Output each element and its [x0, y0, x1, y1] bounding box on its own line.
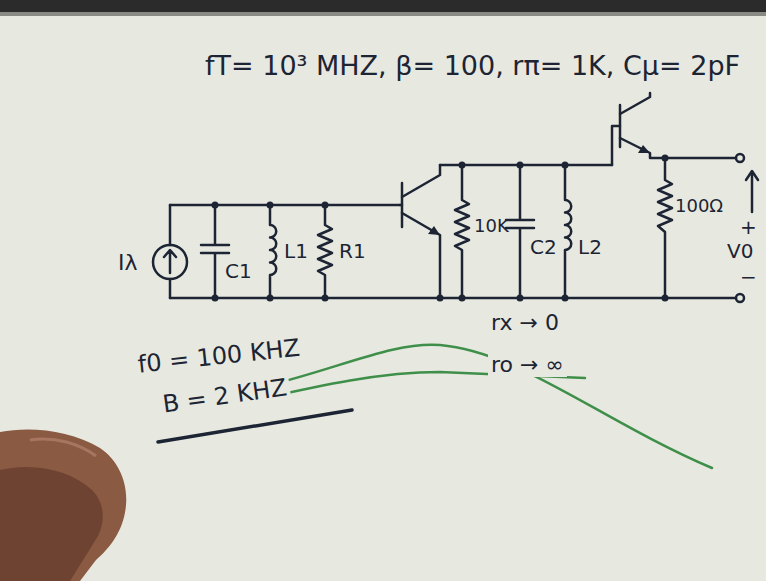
- transistor-emitter: [620, 138, 736, 158]
- capacitor-symbol: [201, 205, 229, 298]
- assumption-note: ro → ∞: [488, 352, 567, 377]
- junction-dot: [322, 202, 329, 209]
- top-band: [0, 0, 766, 12]
- component-label: L2: [578, 236, 602, 259]
- spec-note: f0 = 100 KHZ: [134, 334, 305, 379]
- inductor-symbol: [270, 205, 276, 298]
- resistor-symbol: [455, 165, 469, 298]
- junction-dot: [459, 295, 466, 302]
- junction-dot: [322, 295, 329, 302]
- current-source-symbol: [153, 245, 187, 279]
- source-arrow: [164, 250, 176, 273]
- junction-dot: [562, 295, 569, 302]
- emitter-arrow: [638, 145, 650, 153]
- junction-dot: [212, 295, 219, 302]
- source-label: Iλ: [118, 250, 138, 275]
- parameter-note: fT= 10³ MHZ, β= 100, rπ= 1K, Cμ= 2pF: [205, 50, 740, 81]
- output-voltage-label: V0: [727, 240, 753, 263]
- component-label: 100Ω: [675, 196, 723, 217]
- collector-node-wire: [440, 164, 612, 167]
- component-label: R1: [339, 240, 366, 263]
- polarity-sign: +: [740, 216, 757, 239]
- transistor-base: [401, 183, 404, 227]
- transistor-emitter: [402, 213, 440, 298]
- hand: [0, 429, 126, 581]
- junction-dot: [459, 162, 466, 169]
- junction-dot: [562, 162, 569, 169]
- spec-note: B = 2 KHZ: [158, 374, 292, 420]
- junction-dot: [517, 295, 524, 302]
- junction-dot: [212, 202, 219, 209]
- junction-dot: [662, 155, 669, 162]
- capacitor-symbol: [506, 165, 534, 298]
- transistor-collector: [402, 165, 440, 197]
- junction-dot: [662, 295, 669, 302]
- voltage-arrow: [746, 171, 758, 212]
- junction-dot: [517, 162, 524, 169]
- emitter-arrow: [428, 226, 440, 235]
- output-terminal: [736, 294, 744, 302]
- component-label: C1: [225, 260, 252, 283]
- ground-rail: [170, 297, 736, 300]
- component-label: L1: [284, 240, 308, 263]
- input-wire: [170, 204, 400, 207]
- base-wire: [400, 204, 402, 207]
- transistor-base: [619, 105, 622, 147]
- resistor-symbol: [318, 205, 332, 298]
- transistor-collector: [620, 93, 650, 114]
- component-label: 10K: [474, 216, 509, 237]
- polarity-sign: −: [740, 266, 757, 289]
- junction-dot: [267, 202, 274, 209]
- junction-dot: [267, 295, 274, 302]
- component-label: C2: [530, 236, 557, 259]
- finger-edge: [30, 439, 96, 456]
- band-edge: [0, 12, 766, 16]
- hand-shadow: [0, 467, 103, 581]
- resistor-symbol: [658, 158, 672, 298]
- inductor-symbol: [565, 165, 571, 298]
- junction-dot: [437, 295, 444, 302]
- output-terminal: [736, 154, 744, 162]
- assumption-note: rx → 0: [488, 310, 562, 335]
